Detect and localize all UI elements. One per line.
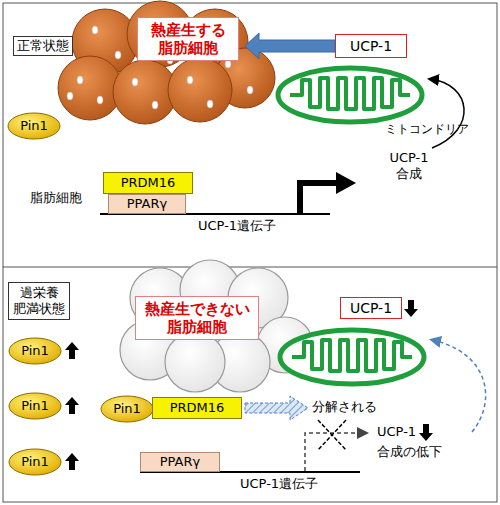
synthesis-decrease-label: 合成の低下 (377, 444, 467, 460)
ppar-box: PPARγ (108, 194, 186, 214)
gene-label: UCP-1遺伝子 (198, 218, 308, 234)
protein-box: UCP-1 (335, 34, 407, 58)
node-text: 過栄養 肥満状態 (12, 285, 66, 316)
node-text: PRDM16 (170, 400, 225, 416)
protein-box: UCP-1 (340, 297, 402, 319)
frame (3, 3, 497, 502)
pin1-ellipse: Pin1 (7, 112, 61, 140)
pin1-ellipse: Pin1 (100, 395, 154, 423)
node-text: 熱産生できない 脂肪細胞 (140, 300, 254, 336)
node-text: Pin1 (113, 401, 141, 417)
synthesis-arrow (430, 79, 464, 148)
node-text: Pin1 (21, 398, 49, 414)
node-text: Pin1 (21, 343, 49, 359)
mitochondrion (278, 68, 422, 122)
degradation-arrow (245, 396, 308, 420)
pin1-ellipse: Pin1 (8, 448, 62, 476)
divider (3, 267, 497, 268)
transcription-arrow (300, 183, 342, 213)
organelle-label: ミトコンドリア (385, 122, 485, 137)
mitochondrion (280, 330, 424, 384)
decrease-arrows (404, 300, 433, 441)
function-arrow (245, 33, 335, 59)
cell-label: 脂肪細胞 (30, 190, 100, 206)
degradation-label: 分解される (312, 399, 392, 415)
node-text: UCP-1 (350, 38, 392, 55)
increase-arrows (65, 342, 79, 470)
prdm16-box: PRDM16 (103, 172, 193, 194)
ppar-box: PPARγ (140, 452, 220, 472)
node-text: PPARγ (127, 196, 167, 212)
node-text: Pin1 (21, 454, 49, 470)
node-text: PRDM16 (121, 175, 176, 191)
brown-fat-cells (58, 1, 275, 124)
pin1-ellipse: Pin1 (8, 392, 62, 420)
white-fat-cells (120, 260, 313, 392)
state-label-box: 正常状態 (13, 36, 73, 56)
node-text: UCP-1 (350, 300, 392, 317)
heat-cell-box: 熱産生する 脂肪細胞 (137, 17, 239, 61)
block-cross (318, 420, 346, 450)
gene-label: UCP-1遺伝子 (240, 476, 350, 492)
pin1-ellipse: Pin1 (8, 337, 62, 365)
reduced-supply-arrow (432, 340, 486, 432)
state-label-box: 過栄養 肥満状態 (8, 282, 70, 320)
prdm16-box: PRDM16 (152, 397, 242, 419)
node-text: 熱産生する 脂肪細胞 (142, 21, 234, 57)
synthesis-label: UCP-1 合成 (380, 150, 438, 183)
node-text: 正常状態 (17, 38, 69, 54)
heat-cell-box: 熱産生できない 脂肪細胞 (135, 296, 259, 340)
node-text: Pin1 (20, 118, 48, 134)
protein-label: UCP-1 (377, 424, 427, 440)
node-text: PPARγ (160, 454, 200, 470)
